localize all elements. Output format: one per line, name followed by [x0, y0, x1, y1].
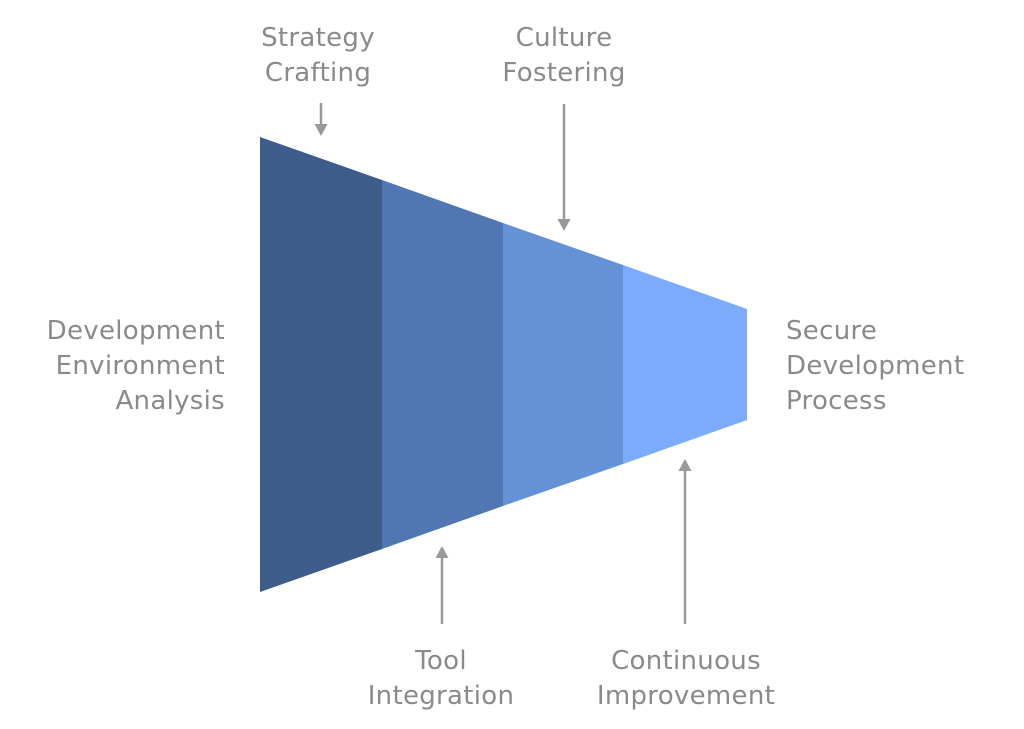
annotation-line: Strategy	[261, 23, 375, 53]
annotation-line: Crafting	[264, 58, 372, 88]
funnel-segment-3	[503, 223, 623, 506]
annotation-tool-integration: Tool Integration	[368, 644, 515, 714]
annotation-line: Culture	[515, 23, 613, 53]
label-secure-development-process: Secure Development Process	[786, 314, 964, 419]
tool-integration-arrow-icon	[435, 546, 449, 624]
continuous-improvement-arrow-icon	[678, 459, 692, 624]
label-line: Process	[786, 386, 887, 416]
funnel-segment-4	[623, 265, 747, 464]
funnel-segment-2	[382, 180, 503, 549]
annotation-continuous-improvement: Continuous Improvement	[597, 644, 775, 714]
label-line: Analysis	[115, 386, 225, 416]
label-line: Secure	[786, 316, 878, 346]
label-line: Environment	[55, 351, 225, 381]
label-development-environment-analysis: Development Environment Analysis	[47, 314, 225, 419]
annotation-line: Tool	[415, 646, 467, 676]
annotation-line: Improvement	[596, 681, 776, 711]
annotation-line: Continuous	[611, 646, 761, 676]
label-line: Development	[46, 316, 225, 346]
annotation-strategy-crafting: Strategy Crafting	[261, 21, 375, 91]
funnel-segment-1	[260, 137, 382, 592]
annotation-line: Fostering	[502, 58, 626, 88]
culture-fostering-arrow-icon	[557, 104, 571, 231]
annotation-culture-fostering: Culture Fostering	[502, 21, 625, 91]
label-line: Development	[786, 351, 965, 381]
annotation-line: Integration	[367, 681, 515, 711]
strategy-crafting-arrow-icon	[314, 103, 328, 136]
